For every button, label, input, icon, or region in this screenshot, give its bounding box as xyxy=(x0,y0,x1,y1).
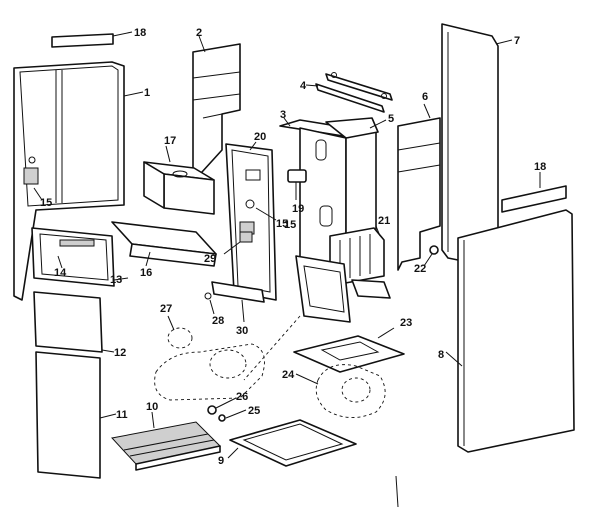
callout-21: 21 xyxy=(378,215,390,227)
callout-24: 24 xyxy=(282,369,295,381)
part-7-right-tall-panel xyxy=(441,23,513,269)
part-23-tray xyxy=(293,327,405,373)
callout-15-mid: 15 xyxy=(276,218,288,230)
callout-7: 7 xyxy=(514,35,520,47)
part-13-front-panel xyxy=(31,227,129,287)
callout-15-left: 15 xyxy=(40,197,52,209)
callout-30: 30 xyxy=(236,325,248,337)
callout-28: 28 xyxy=(212,315,224,327)
part-27-blower-assembly xyxy=(154,315,265,401)
flue-collector xyxy=(243,255,351,381)
part-6-duct-panel xyxy=(397,103,441,271)
callout-17: 17 xyxy=(164,135,176,147)
part-9-base-pan xyxy=(227,419,357,467)
floor-line xyxy=(395,475,399,507)
callout-18-top: 18 xyxy=(134,27,146,39)
callout-25: 25 xyxy=(248,405,260,417)
callout-9: 9 xyxy=(218,455,224,467)
part-24-blower-housing xyxy=(295,364,386,418)
callout-15-right: 15 xyxy=(284,219,296,231)
callout-19: 19 xyxy=(292,203,304,215)
callout-13: 13 xyxy=(110,274,122,286)
callout-27: 27 xyxy=(160,303,172,315)
callout-1: 1 xyxy=(144,87,150,99)
part-17-manifold-box xyxy=(143,145,215,215)
part-1-left-panel xyxy=(13,61,144,301)
callout-29: 29 xyxy=(204,253,216,265)
part-19-igniter xyxy=(287,169,307,200)
callout-26: 26 xyxy=(236,391,248,403)
callout-14: 14 xyxy=(54,267,67,279)
callout-12: 12 xyxy=(114,347,126,359)
callout-16: 16 xyxy=(140,267,152,279)
part-18-right-strip xyxy=(501,172,567,213)
part-8-side-panel xyxy=(445,209,575,453)
callout-11: 11 xyxy=(116,409,128,421)
callout-22: 22 xyxy=(414,263,426,275)
part-28-screw xyxy=(204,292,215,315)
callout-10: 10 xyxy=(146,401,158,413)
part-4-brackets xyxy=(305,72,393,113)
part-16-burner-tray xyxy=(111,221,217,267)
part-12-lower-panel xyxy=(33,291,115,353)
callout-18-right: 18 xyxy=(534,161,546,173)
part-25-26-fasteners xyxy=(207,397,247,422)
callout-6: 6 xyxy=(422,91,428,103)
callout-5: 5 xyxy=(388,113,394,125)
part-18-top-strip xyxy=(51,31,133,48)
callout-23: 23 xyxy=(400,317,412,329)
callout-20: 20 xyxy=(254,131,266,143)
callout-2: 2 xyxy=(196,27,202,39)
part-10-filter-grid xyxy=(111,411,222,471)
part-29-valve xyxy=(223,231,253,255)
callout-8: 8 xyxy=(438,349,444,361)
part-20-control-plate xyxy=(225,141,277,301)
callout-3: 3 xyxy=(280,109,286,121)
part-30-bracket xyxy=(211,281,265,323)
part-15-plug xyxy=(245,199,277,221)
part-11-bottom-door xyxy=(35,351,117,479)
part-22-limit-switch xyxy=(423,245,439,267)
callout-4: 4 xyxy=(300,80,307,92)
